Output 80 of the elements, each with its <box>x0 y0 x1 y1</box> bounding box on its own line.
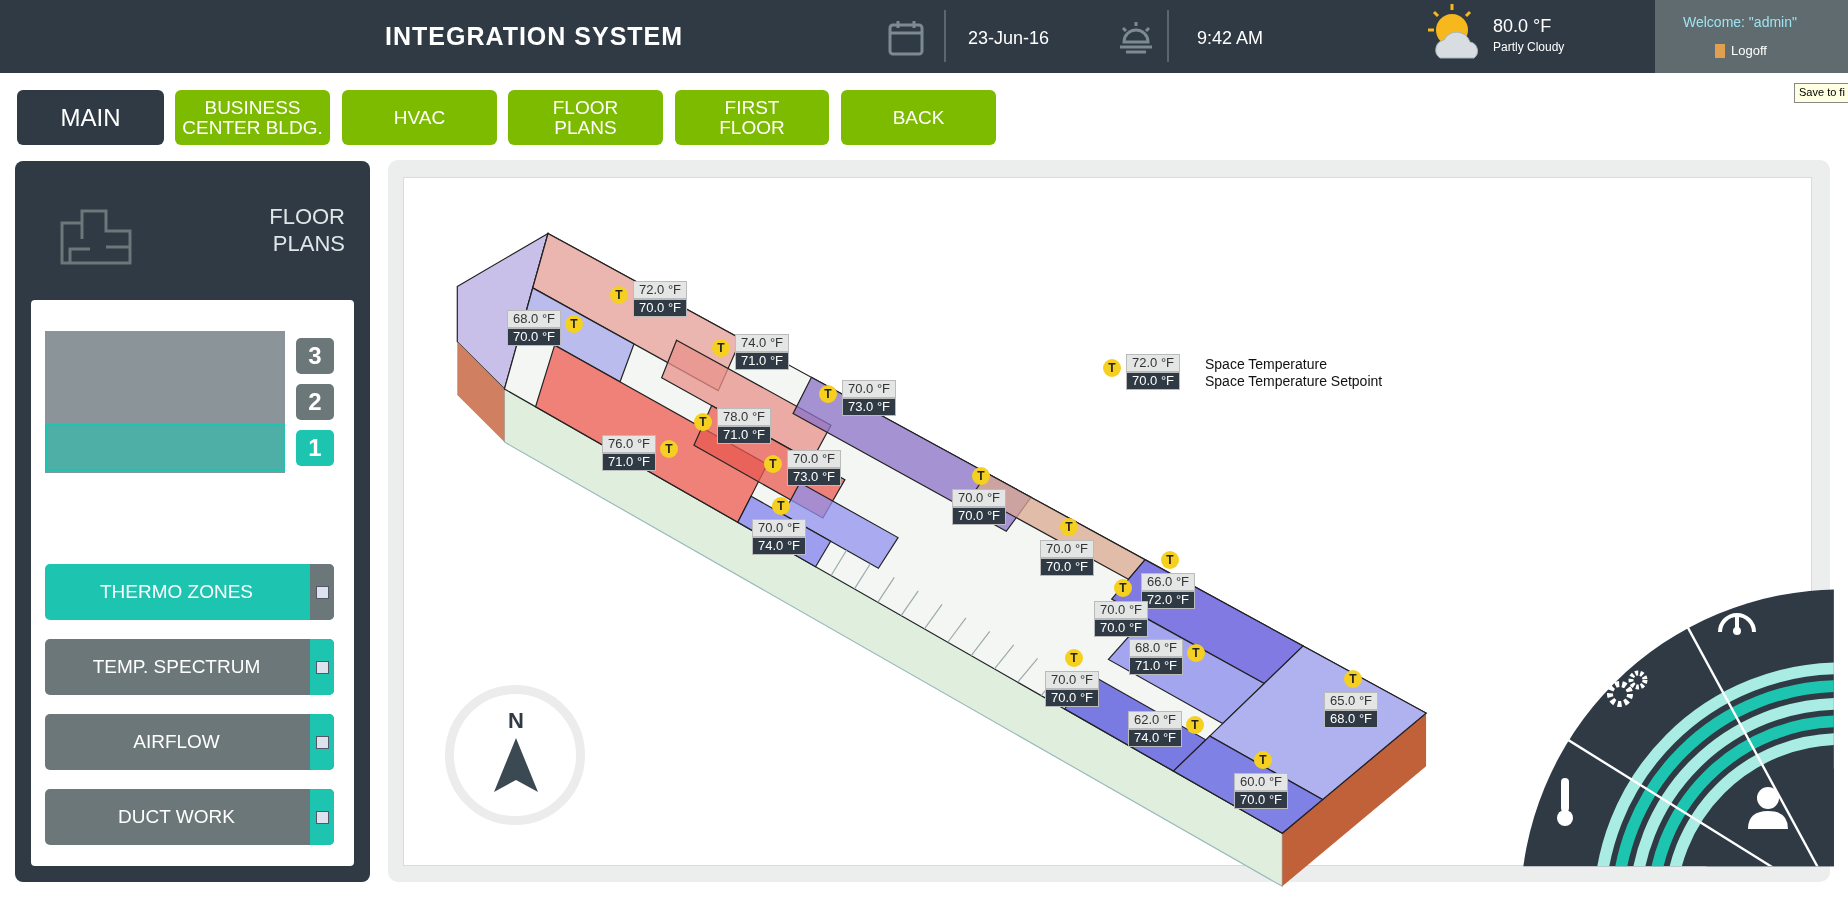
app-title: INTEGRATION SYSTEM <box>385 22 685 52</box>
temperature-text: 80.0 °F <box>1493 16 1552 37</box>
welcome-text: Welcome: "admin" <box>1683 14 1797 30</box>
setpoint-reading: 73.0 °F <box>842 398 897 416</box>
legend-label: Space Temperature Setpoint <box>1205 374 1383 389</box>
temperature-tag <box>842 380 897 416</box>
toggle-button: AIRFLOW <box>45 714 334 770</box>
temperature-reading: 68.0 °F <box>1129 639 1184 657</box>
setpoint-reading: 71.0 °F <box>735 352 790 370</box>
temperature-tag <box>1040 540 1095 576</box>
nav-button: MAIN <box>17 90 164 145</box>
temperature-tag <box>1234 773 1289 809</box>
temperature-tag <box>1094 601 1149 637</box>
legend-sample <box>1126 354 1181 390</box>
temperature-reading: 70.0 °F <box>1094 601 1149 619</box>
temperature-tag <box>952 489 1007 525</box>
north-letter: N <box>507 708 525 734</box>
temperature-tag <box>1324 692 1379 728</box>
temperature-reading: 72.0 °F <box>1126 354 1181 372</box>
temperature-tag <box>1045 671 1100 707</box>
temperature-reading: 62.0 °F <box>1128 711 1183 729</box>
setpoint-reading: 70.0 °F <box>507 328 562 346</box>
floor-button: 1 <box>296 430 334 466</box>
temperature-tag <box>1141 573 1196 609</box>
date-text: 23-Jun-16 <box>968 28 1050 49</box>
temperature-tag <box>1128 711 1183 747</box>
panel-heading: FLOOR PLANS <box>268 203 345 257</box>
temperature-reading: 70.0 °F <box>787 450 842 468</box>
setpoint-reading: 70.0 °F <box>1094 619 1149 637</box>
temperature-reading: 60.0 °F <box>1234 773 1289 791</box>
temperature-reading: 70.0 °F <box>952 489 1007 507</box>
setpoint-reading: 72.0 °F <box>1141 591 1196 609</box>
temperature-reading: 70.0 °F <box>752 519 807 537</box>
nav-button: HVAC <box>342 90 497 145</box>
setpoint-reading: 74.0 °F <box>752 537 807 555</box>
nav-button: FLOOR PLANS <box>508 90 663 145</box>
setpoint-reading: 71.0 °F <box>602 453 657 471</box>
temperature-reading: 65.0 °F <box>1324 692 1379 710</box>
floor-button: 3 <box>296 338 334 374</box>
setpoint-reading: 70.0 °F <box>952 507 1007 525</box>
temperature-reading: 70.0 °F <box>842 380 897 398</box>
sidebar-panel <box>15 161 370 882</box>
temperature-reading: 72.0 °F <box>633 281 688 299</box>
tooltip: Save to fi <box>1794 83 1848 103</box>
temperature-tag <box>507 310 562 346</box>
temperature-reading: 70.0 °F <box>1040 540 1095 558</box>
toggle-button: DUCT WORK <box>45 789 334 845</box>
temperature-tag <box>633 281 688 317</box>
setpoint-reading: 70.0 °F <box>1045 689 1100 707</box>
setpoint-reading: 70.0 °F <box>1040 558 1095 576</box>
setpoint-reading: 71.0 °F <box>717 426 772 444</box>
temperature-tag <box>735 334 790 370</box>
temperature-reading: 74.0 °F <box>735 334 790 352</box>
setpoint-reading: 70.0 °F <box>633 299 688 317</box>
setpoint-reading: 70.0 °F <box>1234 791 1289 809</box>
setpoint-reading: 73.0 °F <box>787 468 842 486</box>
temperature-tag <box>787 450 842 486</box>
setpoint-reading: 74.0 °F <box>1128 729 1183 747</box>
temperature-tag <box>1129 639 1184 675</box>
nav-button: BACK <box>841 90 996 145</box>
setpoint-reading: 71.0 °F <box>1129 657 1184 675</box>
setpoint-reading: 68.0 °F <box>1324 710 1379 728</box>
legend-label: Space Temperature <box>1205 357 1327 372</box>
temperature-tag <box>752 519 807 555</box>
temperature-reading: 70.0 °F <box>1045 671 1100 689</box>
nav-button: BUSINESS CENTER BLDG. <box>175 90 330 145</box>
temperature-reading: 78.0 °F <box>717 408 772 426</box>
toggle-button: THERMO ZONES <box>45 564 334 620</box>
temperature-reading: 66.0 °F <box>1141 573 1196 591</box>
setpoint-reading: 70.0 °F <box>1126 372 1181 390</box>
floor-button: 2 <box>296 384 334 420</box>
temperature-tag <box>717 408 772 444</box>
toggle-button: TEMP. SPECTRUM <box>45 639 334 695</box>
weather-condition-text: Partly Cloudy <box>1493 40 1565 54</box>
logoff-link: Logoff <box>1731 43 1767 58</box>
temperature-tag <box>602 435 657 471</box>
temperature-reading: 76.0 °F <box>602 435 657 453</box>
time-text: 9:42 AM <box>1197 28 1264 49</box>
nav-button: FIRST FLOOR <box>675 90 829 145</box>
temperature-reading: 68.0 °F <box>507 310 562 328</box>
